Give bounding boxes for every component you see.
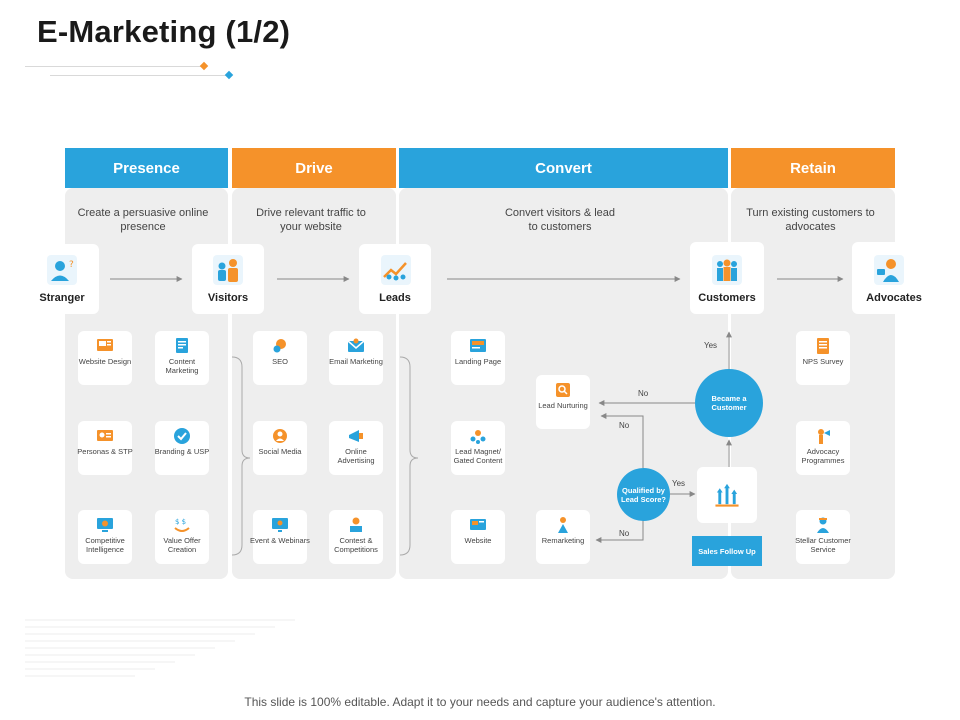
- advocates-icon: [874, 255, 904, 285]
- competitive-intelligence-icon: [97, 518, 113, 532]
- branding-icon: [174, 428, 190, 444]
- website-design-icon: [97, 339, 113, 351]
- label-yes-top: Yes: [704, 341, 718, 350]
- card-website-design: Website Design: [78, 331, 132, 385]
- stranger-icon: ?: [47, 255, 77, 285]
- page-title: E-Marketing (1/2): [37, 14, 291, 49]
- card-advocacy-programmes: Advocacy Programmes: [796, 421, 850, 475]
- card-email-marketing: Email Marketing: [329, 331, 383, 385]
- card-growth-chart: [697, 467, 757, 523]
- description-retain: Turn existing customers to advocates: [746, 207, 875, 233]
- value-offer-icon: $ $: [174, 518, 190, 532]
- header-drive: Drive: [232, 148, 396, 188]
- card-nps-survey: NPS Survey: [796, 331, 850, 385]
- description-presence: Create a persuasive online presence: [77, 207, 209, 233]
- sales-follow-up-box: Sales Follow Up: [692, 536, 762, 566]
- card-contest-competitions: Contest & Competitions: [329, 510, 383, 564]
- growth-chart-icon: [715, 483, 739, 507]
- card-online-advertising: Online Advertising: [329, 421, 383, 475]
- social-media-icon: [273, 429, 287, 443]
- card-seo: SEO: [253, 331, 307, 385]
- online-advertising-icon: [349, 430, 363, 442]
- nps-survey-icon: [817, 338, 829, 354]
- personas-icon: [97, 430, 113, 441]
- lead-magnet-icon: [470, 430, 486, 444]
- description-drive: Drive relevant traffic to your website: [256, 207, 366, 233]
- email-marketing-icon: [347, 338, 365, 352]
- website-icon: [470, 519, 486, 530]
- card-lead-nurturing: Lead Nurturing: [536, 375, 590, 429]
- visitors-icon: [213, 255, 243, 285]
- event-icon: [272, 518, 288, 532]
- header-convert: Convert: [399, 148, 728, 188]
- customers-icon: [712, 255, 742, 285]
- card-lead-magnet: Lead Magnet/ Gated Content: [451, 421, 505, 475]
- svg-text:?: ?: [69, 260, 74, 270]
- stage-label-stranger: Stranger: [39, 292, 85, 304]
- card-website: Website: [451, 510, 505, 564]
- footer-note: This slide is 100% editable. Adapt it to…: [244, 695, 716, 709]
- stage-label-customers: Customers: [698, 292, 756, 304]
- advocacy-icon: [818, 429, 830, 444]
- header-retain: Retain: [731, 148, 895, 188]
- card-content-marketing: Content Marketing: [155, 331, 209, 385]
- label-no-mid: No: [619, 421, 630, 430]
- label-no-bottom: No: [619, 529, 630, 538]
- card-landing-page: Landing Page: [451, 331, 505, 385]
- stage-label-visitors: Visitors: [207, 292, 249, 304]
- qualified-lead-score-circle: Qualified by Lead Score?: [617, 468, 670, 521]
- title-underline-orange: [25, 66, 203, 67]
- card-social-media: Social Media: [253, 421, 307, 475]
- card-value-offer-creation: $ $ Value Offer Creation: [155, 510, 209, 564]
- seo-icon: [273, 339, 286, 353]
- label-no-top: No: [638, 389, 649, 398]
- label-yes-mid: Yes: [672, 479, 686, 488]
- card-branding-usp: Branding & USP: [155, 421, 209, 475]
- leads-icon: [381, 255, 411, 285]
- lead-nurturing-icon: [556, 383, 570, 397]
- svg-text:$ $: $ $: [175, 518, 186, 526]
- card-remarketing: Remarketing: [536, 510, 590, 564]
- stage-label-advocates: Advocates: [866, 292, 922, 304]
- content-marketing-icon: [176, 338, 188, 353]
- card-personas-stp: Personas & STP: [77, 421, 133, 475]
- contest-icon: [350, 517, 362, 532]
- landing-page-icon: [470, 339, 486, 352]
- remarketing-icon: [558, 517, 568, 533]
- description-convert: Convert visitors & lead to customers: [504, 207, 616, 233]
- became-customer-circle: Became a Customer: [695, 369, 763, 437]
- header-presence: Presence: [65, 148, 228, 188]
- customer-service-icon: [817, 517, 829, 533]
- card-competitive-intelligence: Competitive Intelligence: [78, 510, 132, 564]
- title-underline-blue: [50, 75, 228, 76]
- card-event-webinars: Event & Webinars: [250, 510, 310, 564]
- stage-label-leads: Leads: [379, 292, 411, 304]
- card-stellar-customer-service: Stellar Customer Service: [795, 510, 851, 564]
